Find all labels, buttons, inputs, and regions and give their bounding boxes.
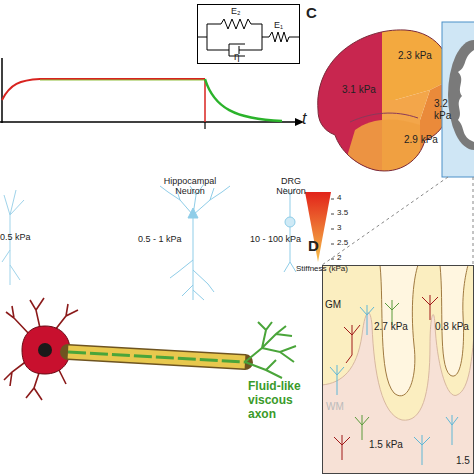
stiffness-value: 0.5 kPa [0, 232, 31, 242]
neuron-label: Hippocampal Neuron [148, 176, 232, 197]
dashpot-label: η [234, 51, 240, 63]
neuron-label: DRG Neuron [266, 176, 316, 197]
stiffness-value: 0.5 - 1 kPa [138, 234, 182, 244]
colorbar-tick: 2 [337, 253, 341, 262]
stiffness-value: 1.5 [456, 455, 470, 467]
viscoelastic-model-box: E₂ η E₁ [197, 4, 300, 64]
colorbar-tick: 3.5 [337, 208, 348, 217]
spring-label: E₂ [231, 6, 241, 16]
colorbar-tick: 3 [337, 223, 341, 232]
tissue-panel: DGMWM2.7 kPa0.8 kPa1.5 kPa1.5 [322, 265, 474, 474]
zoom-line [473, 177, 474, 265]
stiffness-value: 1.5 kPa [369, 439, 403, 451]
region-label: GM [325, 299, 341, 311]
stiffness-value: 10 - 100 kPa [250, 234, 301, 244]
axis-label: t [302, 110, 306, 128]
panel-letter: C [306, 4, 317, 21]
zoom-line [322, 177, 448, 265]
brain-lateral [310, 20, 460, 180]
colorbar-title: Stiffness (kPa) [296, 264, 348, 273]
stiffness-value: 3.2 kPa [434, 98, 460, 121]
region-label: WM [326, 401, 344, 413]
stiffness-colorbar [305, 192, 334, 262]
stiffness-value: 2.7 kPa [374, 321, 408, 333]
stiffness-value: 2.3 kPa [398, 50, 432, 62]
colorbar-tick: 4 [337, 193, 341, 202]
stiffness-value: 0.8 kPa [435, 321, 469, 333]
stiffness-value: 3.1 kPa [342, 84, 376, 96]
drg-neuron [284, 188, 296, 272]
axon-label: Fluid-like viscous axon [248, 380, 324, 421]
colorbar-tick: 2.5 [337, 238, 348, 247]
stiffness-value: 2.9 kPa [404, 134, 438, 146]
panel-letter: D [308, 237, 319, 254]
spring-label: E₁ [274, 20, 283, 30]
creep-graph [0, 58, 304, 129]
